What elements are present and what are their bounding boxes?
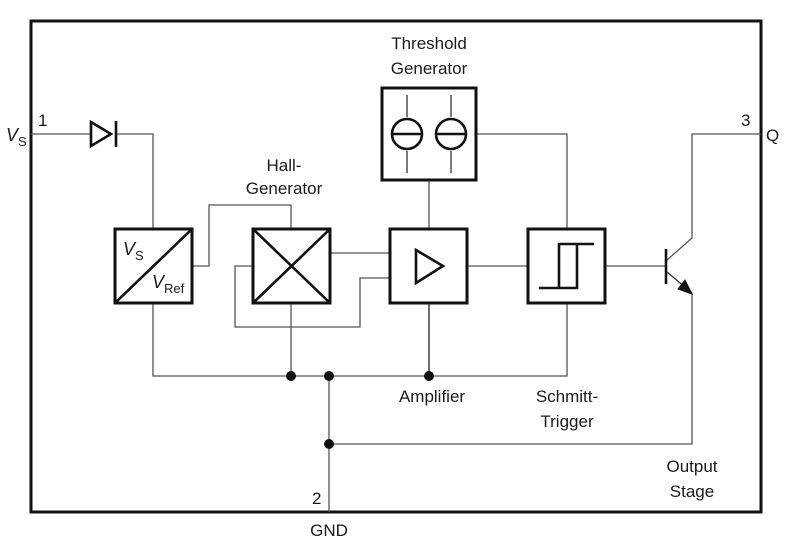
hall-label-line2: Generator (246, 179, 323, 198)
diode-icon (89, 119, 118, 149)
junction-dot (424, 371, 434, 381)
amplifier-triangle-icon (414, 247, 446, 286)
current-source-icon (434, 95, 468, 173)
pin-2-number: 2 (312, 489, 321, 508)
threshold-generator-block (380, 86, 478, 182)
schmitt-trigger-block (526, 227, 607, 305)
pin-1-name: VS (6, 125, 27, 149)
hysteresis-icon (539, 242, 594, 290)
pin-1-number: 1 (38, 111, 47, 130)
wire-hall-to-amplifier-2 (234, 265, 390, 328)
package-outline (29, 19, 763, 514)
output-label-line1: Output (666, 457, 717, 476)
pin-3-number: 3 (741, 111, 750, 130)
npn-transistor-icon (664, 249, 694, 295)
wire-threshold-to-schmitt (476, 133, 568, 229)
threshold-label-line2: Generator (391, 59, 468, 78)
amplifier-block (388, 227, 469, 305)
regulator-vs-label: VS (123, 239, 144, 263)
wire-collector-to-q (666, 133, 761, 261)
wire-regulator-to-hall (192, 204, 292, 267)
schmitt-label-line2: Trigger (540, 412, 594, 431)
junction-dot (324, 439, 334, 449)
current-source-icon (390, 95, 424, 173)
ground-bus (152, 303, 568, 377)
output-label-line2: Stage (670, 482, 714, 501)
regulator-vref-label: VRef (152, 272, 185, 296)
junction-dot (324, 371, 334, 381)
regulator-block: VS VRef (113, 227, 194, 305)
threshold-label-line1: Threshold (391, 34, 467, 53)
pin-3-name: Q (766, 126, 779, 145)
hall-cross-icon (252, 228, 331, 304)
schmitt-label-line1: Schmitt- (536, 387, 598, 406)
wire-emitter-to-gnd (329, 293, 693, 445)
hall-label-line1: Hall- (267, 156, 302, 175)
hall-generator-block (251, 227, 332, 305)
wire-diode-to-regulator (117, 133, 154, 229)
amplifier-label: Amplifier (399, 387, 465, 406)
junction-dot (286, 371, 296, 381)
pin-2-name: GND (310, 521, 348, 540)
